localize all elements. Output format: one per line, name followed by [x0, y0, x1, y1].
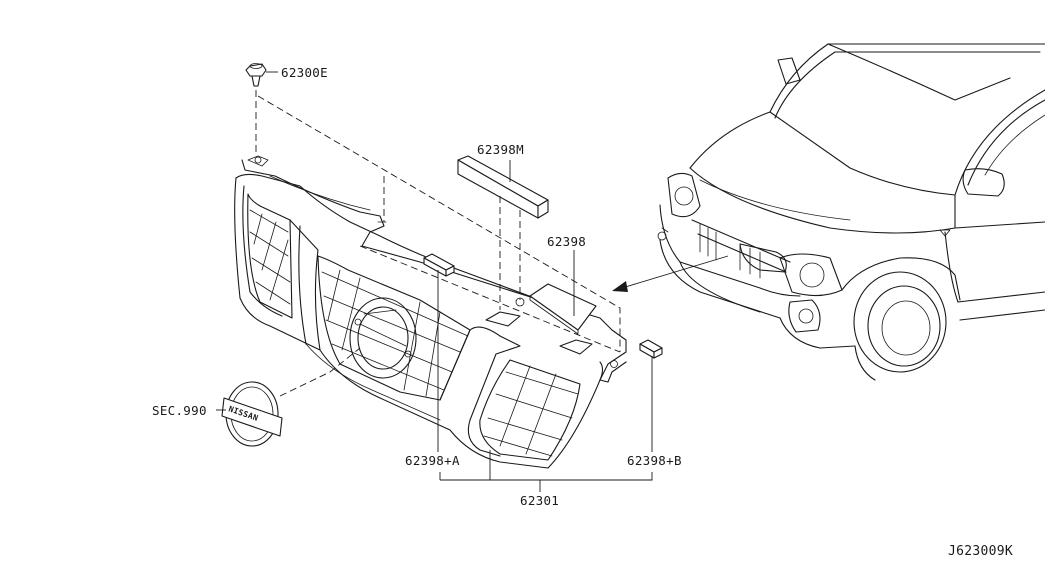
callout-62300e: 62300E: [281, 65, 328, 80]
vehicle-illustration: [657, 43, 1045, 381]
seal-m-part: [457, 155, 549, 219]
clip-part: [245, 63, 267, 87]
callout-62301: 62301: [520, 493, 559, 508]
location-arrow: [612, 255, 729, 292]
callout-62398: 62398: [547, 234, 586, 249]
callout-62398a: 62398+A: [405, 453, 460, 468]
leader-lines: [216, 71, 653, 492]
callout-labels: 62300E 62398M 62398 SEC.990 62398+A 6239…: [152, 65, 1013, 559]
drawing-code: J623009K: [948, 544, 1013, 559]
emblem-part: NISSAN: [221, 381, 283, 447]
seal-a-part: [423, 253, 455, 277]
callout-62398m: 62398M: [477, 142, 524, 157]
grille-assembly: [234, 155, 627, 469]
callout-sec990: SEC.990: [152, 403, 207, 418]
callout-62398b: 62398+B: [627, 453, 682, 468]
seal-part: [529, 283, 597, 335]
seal-b-part: [639, 339, 663, 359]
guide-lines: [255, 90, 621, 397]
